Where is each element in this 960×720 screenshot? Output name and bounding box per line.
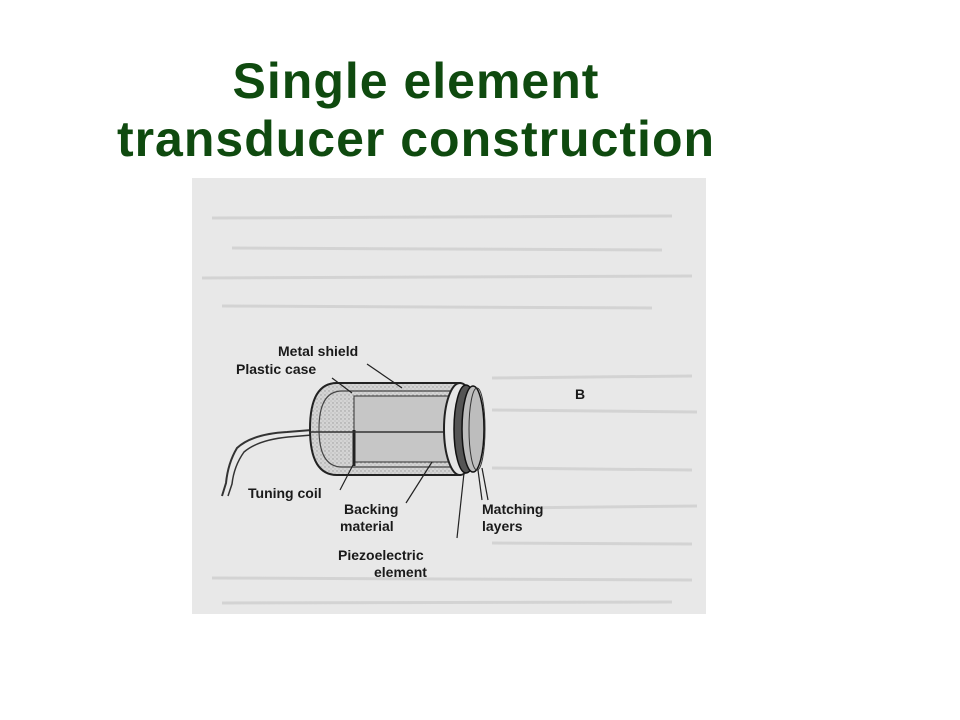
transducer-figure: Metal shield Plastic case B Tuning coil …	[192, 178, 706, 614]
label-piezo-line2: element	[374, 564, 427, 580]
label-backing-line1: Backing	[344, 501, 398, 517]
label-piezo-line1: Piezoelectric	[338, 547, 424, 563]
transducer-body	[308, 382, 486, 476]
background-texture	[201, 214, 698, 605]
title-line-2: transducer construction	[116, 111, 716, 167]
label-matching-line1: Matching	[482, 501, 543, 517]
slide-title: Single element transducer construction	[0, 52, 832, 168]
transducer-diagram: Metal shield Plastic case B Tuning coil …	[201, 214, 698, 605]
label-backing-line2: material	[340, 518, 394, 534]
label-metal-shield: Metal shield	[278, 343, 358, 359]
leader-lines	[331, 363, 489, 539]
label-plastic-case: Plastic case	[236, 361, 316, 377]
cable	[221, 429, 313, 497]
title-line-1: Single element	[232, 53, 600, 109]
label-panel-b: B	[575, 386, 585, 402]
matching-layer	[461, 385, 485, 473]
label-matching-line2: layers	[482, 518, 523, 534]
label-tuning-coil: Tuning coil	[248, 485, 322, 501]
